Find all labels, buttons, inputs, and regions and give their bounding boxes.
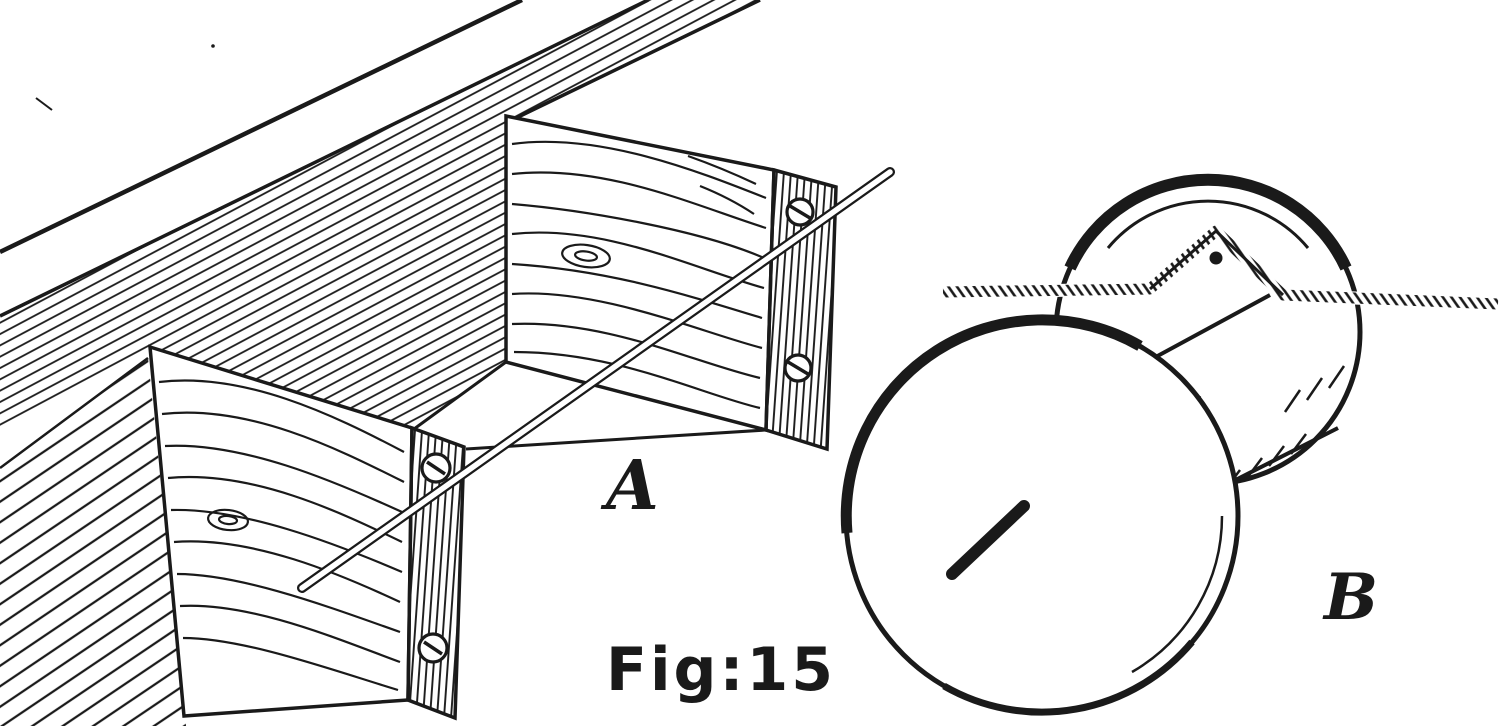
- axle-slot-mark: [946, 500, 1030, 580]
- spool-pulley-drawing: [840, 173, 1499, 716]
- screw-head-icon: [785, 197, 815, 227]
- lower-wall-shading: [0, 356, 186, 726]
- figure-caption: Fig:15: [606, 635, 836, 705]
- cord-knot-dot: [1209, 251, 1223, 265]
- far-block-wood-grain: [511, 140, 767, 410]
- wall-board-face: [0, 0, 761, 430]
- wire-axle-rod: [297, 167, 895, 593]
- far-block-edge-strip: [764, 167, 838, 452]
- shelf-edges: [413, 360, 767, 451]
- part-label-a: A: [606, 446, 659, 526]
- screw-head-icon: [783, 353, 813, 383]
- spool-front-flange: [840, 314, 1241, 716]
- bracket-assembly-drawing: [0, 0, 895, 726]
- part-label-b: B: [1324, 560, 1379, 635]
- twisted-cord: [942, 224, 1499, 311]
- screw-head-icon: [420, 452, 452, 484]
- far-bearing-block: [504, 113, 838, 452]
- screw-head-icon: [417, 632, 449, 664]
- paper-specks: [35, 44, 215, 111]
